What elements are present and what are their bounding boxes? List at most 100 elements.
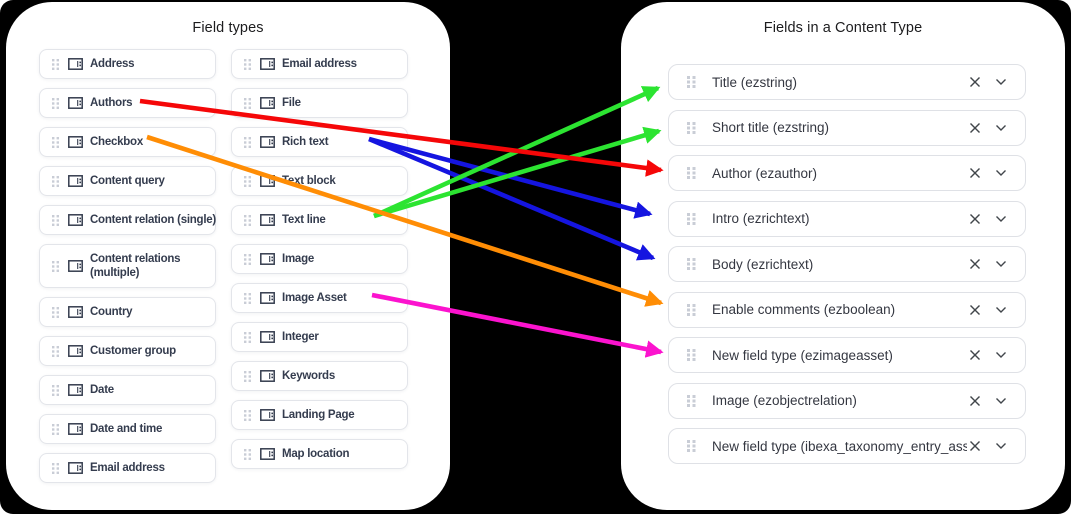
drag-handle-icon[interactable]: [51, 384, 60, 397]
field-type-card[interactable]: Customer group: [39, 336, 216, 366]
field-row-label: Title (ezstring): [712, 74, 798, 90]
field-type-card[interactable]: Text block: [231, 166, 408, 196]
chevron-down-icon: [996, 397, 1006, 404]
field-type-card[interactable]: Integer: [231, 322, 408, 352]
drag-handle-icon[interactable]: [243, 370, 252, 383]
drag-handle-icon[interactable]: [686, 439, 697, 453]
remove-field-button[interactable]: [967, 165, 983, 181]
drag-handle-icon[interactable]: [686, 212, 697, 226]
drag-handle-icon[interactable]: [243, 331, 252, 344]
drag-handle-icon[interactable]: [243, 136, 252, 149]
remove-field-button[interactable]: [967, 256, 983, 272]
field-type-card[interactable]: Image: [231, 244, 408, 274]
collapse-field-button[interactable]: [993, 74, 1009, 90]
close-icon: [970, 350, 980, 360]
drag-handle-icon[interactable]: [686, 166, 697, 180]
field-type-card[interactable]: Country: [39, 297, 216, 327]
field-type-card[interactable]: Map location: [231, 439, 408, 469]
remove-field-button[interactable]: [967, 438, 983, 454]
row-actions: [967, 302, 1009, 318]
content-type-field-row[interactable]: Intro (ezrichtext): [668, 200, 1026, 237]
field-type-card[interactable]: Content query: [39, 166, 216, 196]
collapse-field-button[interactable]: [993, 256, 1009, 272]
field-type-card[interactable]: Address: [39, 49, 216, 79]
collapse-field-button[interactable]: [993, 393, 1009, 409]
collapse-field-button[interactable]: [993, 211, 1009, 227]
field-types-panel: Field types Address: [6, 2, 450, 510]
collapse-field-button[interactable]: [993, 347, 1009, 363]
field-type-label: Content query: [90, 175, 165, 187]
collapse-field-button[interactable]: [993, 302, 1009, 318]
field-type-card[interactable]: Authors: [39, 88, 216, 118]
field-row-label: Image (ezobjectrelation): [712, 393, 857, 408]
field-type-card[interactable]: Content relations (multiple): [39, 244, 216, 288]
collapse-field-button[interactable]: [993, 438, 1009, 454]
drag-handle-icon[interactable]: [51, 423, 60, 436]
input-field-icon: [260, 331, 275, 343]
content-type-field-row[interactable]: Short title (ezstring): [668, 109, 1026, 146]
drag-handle-icon[interactable]: [686, 257, 697, 271]
field-type-label: Text line: [282, 214, 326, 226]
field-type-card[interactable]: File: [231, 88, 408, 118]
collapse-field-button[interactable]: [993, 120, 1009, 136]
drag-handle-icon[interactable]: [51, 97, 60, 110]
drag-handle-icon[interactable]: [51, 306, 60, 319]
content-type-field-row[interactable]: Author (ezauthor): [668, 155, 1026, 191]
remove-field-button[interactable]: [967, 74, 983, 90]
field-type-card[interactable]: Email address: [39, 453, 216, 483]
close-icon: [970, 395, 980, 406]
field-type-card[interactable]: Date: [39, 375, 216, 405]
drag-handle-icon[interactable]: [243, 292, 252, 305]
drag-handle-icon[interactable]: [686, 75, 697, 89]
drag-handle-icon[interactable]: [686, 394, 697, 408]
remove-field-button[interactable]: [967, 302, 983, 318]
drag-handle-icon[interactable]: [686, 121, 697, 135]
field-type-card[interactable]: Content relation (single): [39, 205, 216, 235]
drag-handle-icon[interactable]: [243, 175, 252, 188]
drag-handle-icon[interactable]: [243, 97, 252, 110]
field-type-card[interactable]: Email address: [231, 49, 408, 79]
remove-field-button[interactable]: [967, 347, 983, 363]
drag-handle-icon[interactable]: [243, 448, 252, 461]
collapse-field-button[interactable]: [993, 165, 1009, 181]
drag-handle-icon[interactable]: [51, 260, 60, 273]
row-actions: [967, 211, 1009, 227]
drag-handle-icon[interactable]: [51, 462, 60, 475]
drag-handle-icon[interactable]: [243, 214, 252, 227]
remove-field-button[interactable]: [967, 393, 983, 409]
drag-handle-icon[interactable]: [686, 303, 697, 317]
close-icon: [970, 168, 980, 178]
field-type-label: Customer group: [90, 345, 176, 357]
content-type-field-row[interactable]: Title (ezstring): [668, 64, 1026, 100]
drag-handle-icon[interactable]: [51, 214, 60, 227]
field-type-card[interactable]: Checkbox: [39, 127, 216, 157]
content-type-field-row[interactable]: Enable comments (ezboolean): [668, 291, 1026, 328]
field-row-label: Enable comments (ezboolean): [712, 302, 896, 317]
field-type-card[interactable]: Image Asset: [231, 283, 408, 313]
drag-handle-icon[interactable]: [51, 345, 60, 358]
remove-field-button[interactable]: [967, 211, 983, 227]
drag-handle-icon[interactable]: [243, 58, 252, 71]
field-type-card[interactable]: Text line: [231, 205, 408, 235]
drag-handle-icon[interactable]: [51, 136, 60, 149]
content-type-field-row[interactable]: Image (ezobjectrelation): [668, 382, 1026, 419]
drag-handle-icon[interactable]: [243, 409, 252, 422]
field-type-card[interactable]: Date and time: [39, 414, 216, 444]
row-actions: [967, 120, 1009, 136]
input-field-icon: [260, 292, 275, 304]
content-type-field-row[interactable]: New field type (ezimageasset): [668, 337, 1026, 373]
close-icon: [970, 259, 980, 269]
drag-handle-icon[interactable]: [51, 175, 60, 188]
drag-handle-icon[interactable]: [243, 253, 252, 266]
field-type-card[interactable]: Landing Page: [231, 400, 408, 430]
field-type-card[interactable]: Keywords: [231, 361, 408, 391]
chevron-down-icon: [996, 352, 1006, 358]
content-type-field-row[interactable]: Body (ezrichtext): [668, 246, 1026, 282]
content-type-field-row[interactable]: New field type (ibexa_taxonomy_entry_ass…: [668, 428, 1026, 464]
field-row-label: Author (ezauthor): [712, 165, 818, 181]
input-field-icon: [260, 370, 275, 382]
remove-field-button[interactable]: [967, 120, 983, 136]
field-type-card[interactable]: Rich text: [231, 127, 408, 157]
drag-handle-icon[interactable]: [686, 348, 697, 362]
drag-handle-icon[interactable]: [51, 58, 60, 71]
